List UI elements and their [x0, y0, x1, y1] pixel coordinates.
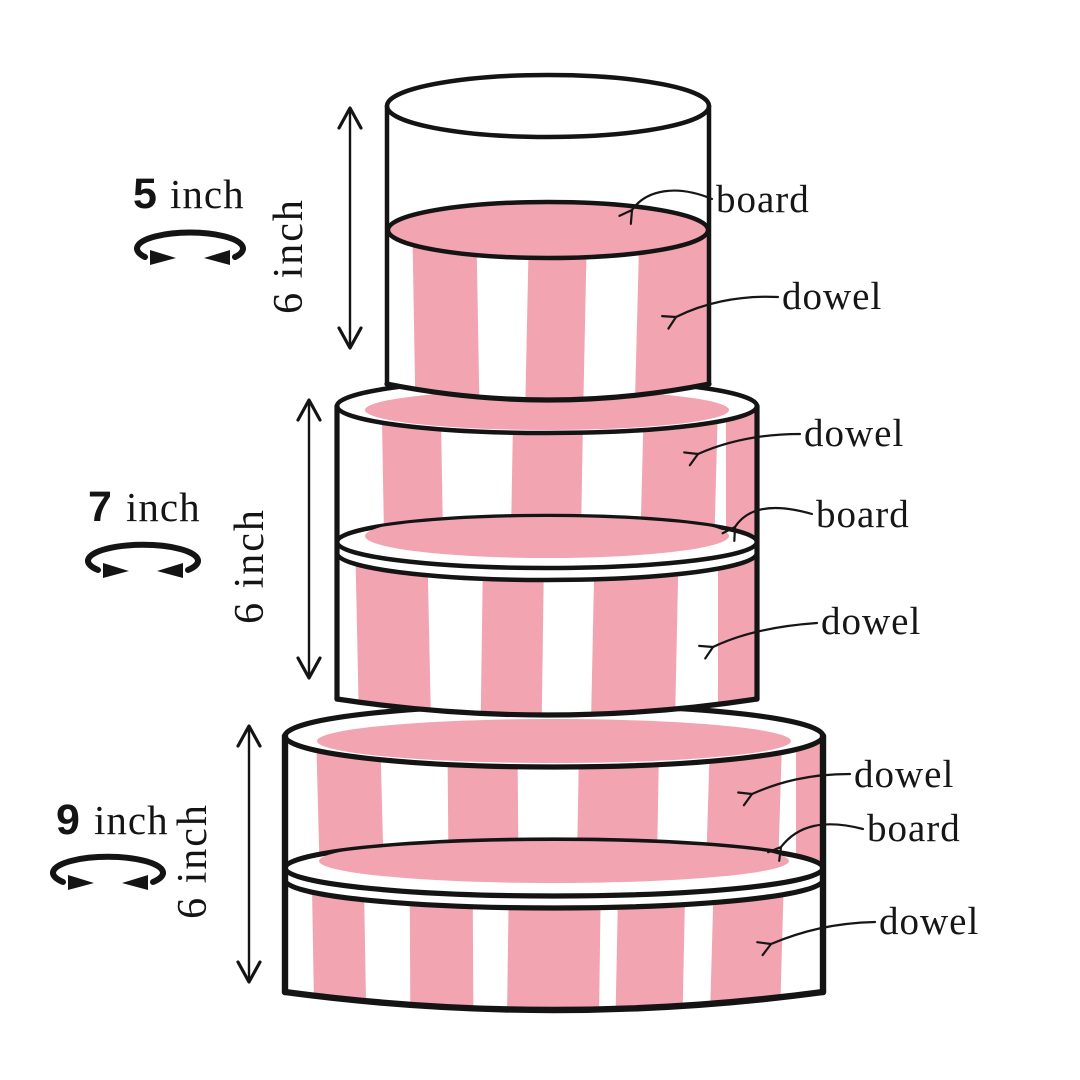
arrowhead-right: [204, 250, 230, 265]
bottom-tier-lower-dowels: [311, 857, 785, 1010]
dowel-stripe: [510, 407, 584, 549]
middle-tier-lower-dowels: [355, 537, 757, 715]
bottom-tier-diameter-value: 9: [56, 796, 80, 844]
dowel-leader-arrow: [737, 772, 852, 807]
top-tier-top-ellipse: [384, 72, 712, 140]
arrowhead-left: [68, 875, 94, 890]
middle-tier-top-board-surface: [365, 390, 729, 430]
dowel-stripe: [796, 740, 823, 872]
bottom-board-top-surface: [319, 841, 789, 883]
middle-tier-dimensions: 7 inch 6 inch: [85, 398, 322, 680]
dowel-stripe: [409, 857, 474, 1010]
dowel-leader-arrow: [756, 920, 877, 957]
arrowhead-up: [337, 106, 363, 130]
top-tier-height-label: 6 inch: [266, 198, 312, 314]
dowel-stripe: [726, 408, 757, 542]
top-tier: [384, 72, 712, 403]
callouts: board dowel dowel board dowel dowel boar…: [618, 178, 979, 957]
dowel-stripe: [506, 857, 602, 1010]
dowel-stripe: [316, 739, 384, 873]
bottom-tier-bottom-edge: [281, 988, 827, 1014]
dowel-stripe: [381, 407, 444, 549]
rotation-diameter-arrow: [85, 541, 201, 578]
dowel-callout-label: dowel: [854, 753, 954, 796]
bottom-board-bottom-edge: [282, 877, 826, 911]
bottom-tier-height-label: 6 inch: [170, 803, 216, 919]
middle-tier-diameter-value: 7: [88, 483, 112, 531]
bottom-tier: [281, 702, 827, 1014]
top-tier-bottom-edge: [384, 381, 712, 403]
dowel-leader-arrow: [661, 295, 780, 330]
board-callout-label: board: [816, 493, 910, 536]
middle-tier-height-label: 6 inch: [227, 508, 273, 624]
board-leader-arrow: [618, 189, 714, 225]
middle-board-top-surface: [365, 517, 729, 558]
rotation-diameter-arrow: [134, 229, 246, 265]
arrowhead-down: [296, 656, 322, 680]
dowel-stripe: [412, 231, 480, 400]
top-tier-diameter-value: 5: [133, 170, 157, 218]
arrowhead-up: [236, 724, 262, 748]
dowel-callout-label: dowel: [804, 412, 904, 455]
bottom-tier-dimensions: 9 inch 6 inch: [50, 724, 262, 984]
dowel-callout-label: dowel: [782, 275, 882, 318]
arrowhead-right: [157, 563, 183, 578]
top-tier-dimensions: 5 inch 6 inch: [133, 106, 363, 350]
bottom-tier-top-board-surface: [317, 719, 791, 763]
board-leader-arrow: [767, 823, 865, 862]
middle-board-bottom-edge: [334, 550, 760, 583]
dowel-stripe: [480, 537, 545, 715]
arrowhead-up: [296, 398, 322, 422]
board-leader-arrow: [721, 506, 814, 542]
dowel-stripe: [311, 857, 367, 1010]
dowel-callout-label: dowel: [821, 600, 921, 643]
dowel-leader-arrow: [683, 432, 802, 467]
arrowhead-right: [122, 875, 148, 890]
middle-tier-bottom-edge: [334, 696, 760, 718]
arrowhead-down: [337, 326, 363, 350]
rotation-diameter-arrow: [50, 853, 166, 890]
dowel-stripe: [640, 407, 718, 549]
board-callout-label: board: [867, 807, 961, 850]
top-tier-board: [385, 199, 711, 261]
board-callout-label: board: [716, 178, 810, 221]
dowel-leader-arrow: [698, 621, 819, 660]
arrowhead-left: [103, 563, 129, 578]
middle-tier-upper-dowels: [381, 407, 757, 549]
top-tier-dowels: [412, 231, 709, 400]
dowel-stripe: [591, 537, 679, 715]
arrowhead-down: [236, 960, 262, 984]
dowel-callout-label: dowel: [879, 900, 979, 943]
middle-tier: [334, 376, 760, 718]
top-tier-diameter-unit: inch: [170, 171, 245, 217]
arrowhead-left: [150, 250, 176, 265]
dowel-stripe: [355, 537, 431, 715]
dowel-stripe: [615, 857, 686, 1010]
bottom-tier-diameter-unit: inch: [94, 797, 169, 843]
middle-tier-diameter-unit: inch: [126, 484, 201, 530]
dowel-stripe: [525, 231, 587, 400]
